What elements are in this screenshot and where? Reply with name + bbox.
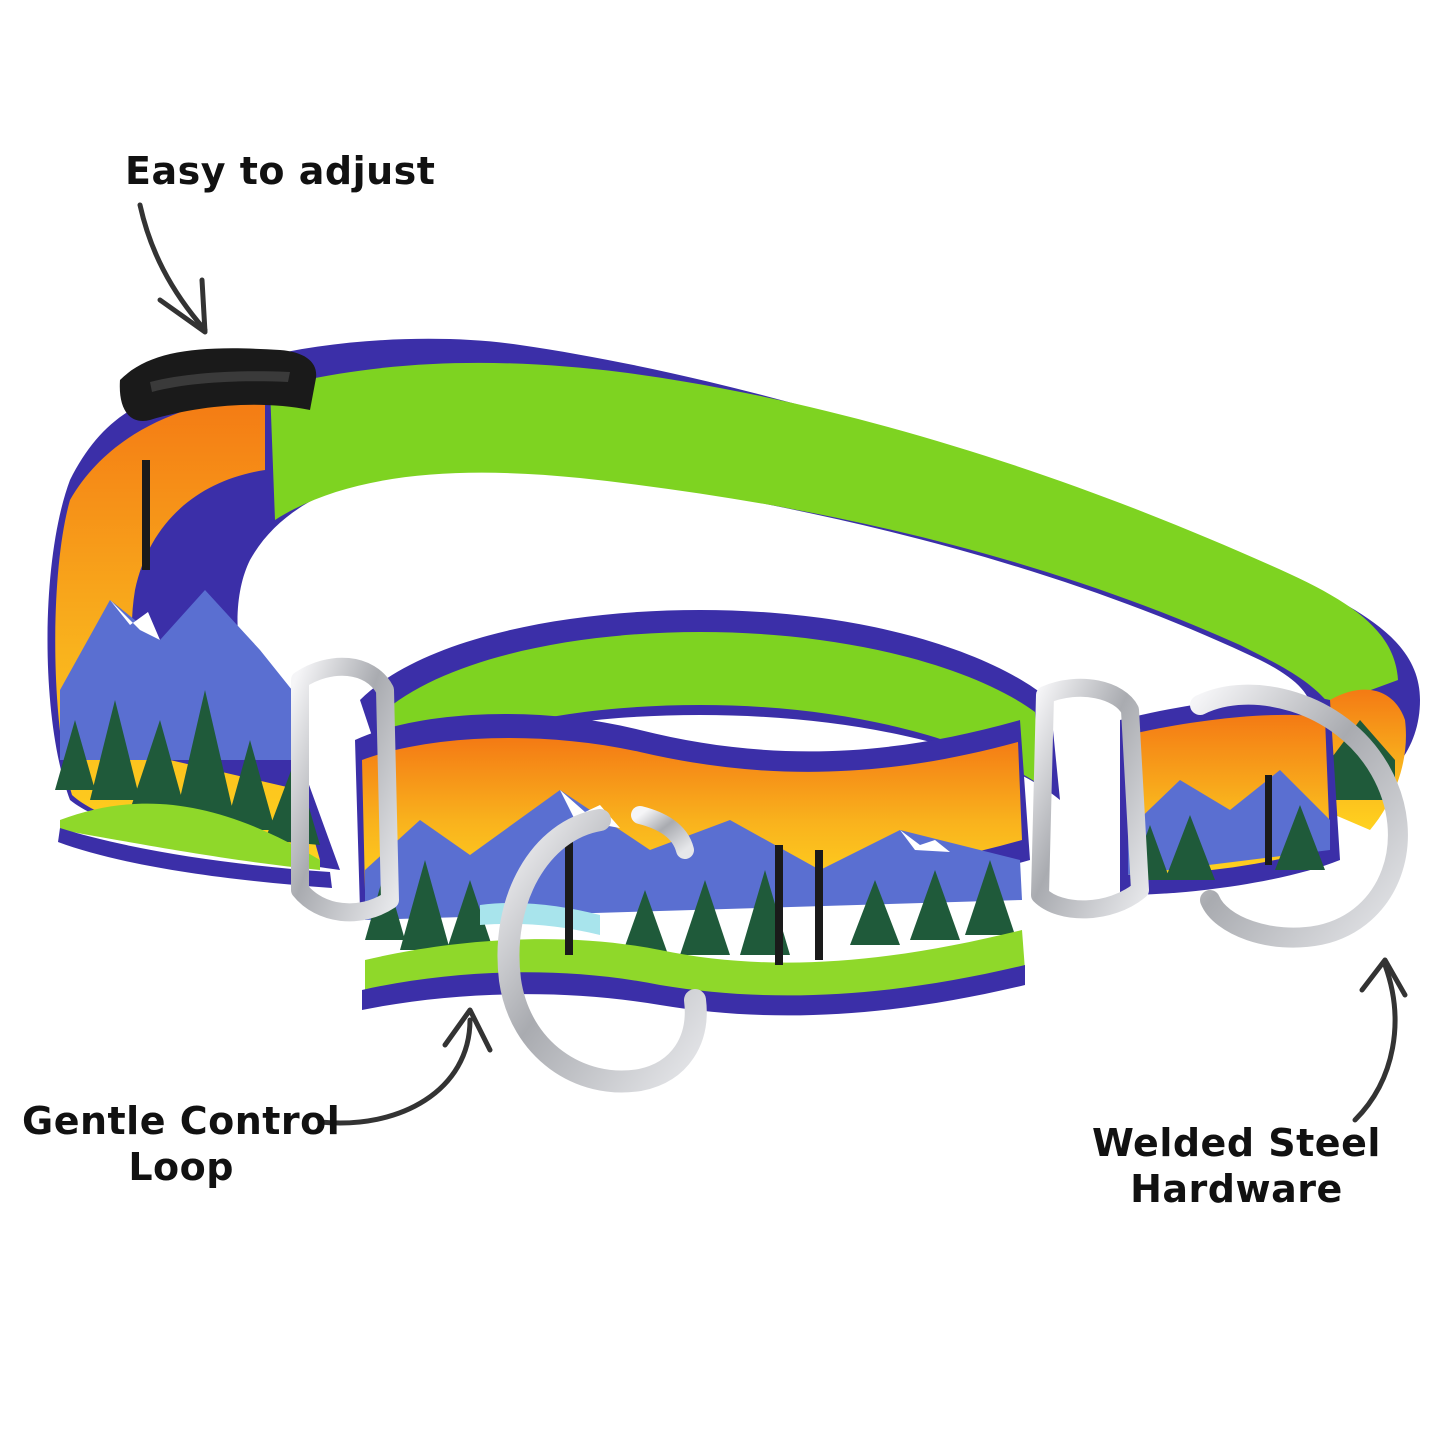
callout-easy-to-adjust-text: Easy to adjust xyxy=(125,149,436,193)
curved-arrow-up-icon xyxy=(1352,957,1408,1123)
curved-arrow-down-right-icon xyxy=(137,202,208,335)
callout-gentle-control-loop: Gentle Control Loop xyxy=(22,1098,340,1190)
collar-right-segment xyxy=(1120,696,1340,895)
callout-gentle-control-line2: Loop xyxy=(128,1145,234,1189)
callout-welded-steel-line2: Hardware xyxy=(1130,1167,1343,1211)
callout-welded-steel-line1: Welded Steel xyxy=(1092,1121,1381,1165)
adjuster-slide xyxy=(119,348,317,421)
callout-easy-to-adjust: Easy to adjust xyxy=(125,148,435,194)
steel-hardware xyxy=(291,657,1408,1093)
curved-arrow-up-right-icon xyxy=(317,1007,493,1126)
collar-back-band xyxy=(47,338,1420,888)
callout-gentle-control-line1: Gentle Control xyxy=(22,1099,341,1143)
callout-welded-steel-hardware: Welded Steel Hardware xyxy=(1092,1120,1381,1212)
